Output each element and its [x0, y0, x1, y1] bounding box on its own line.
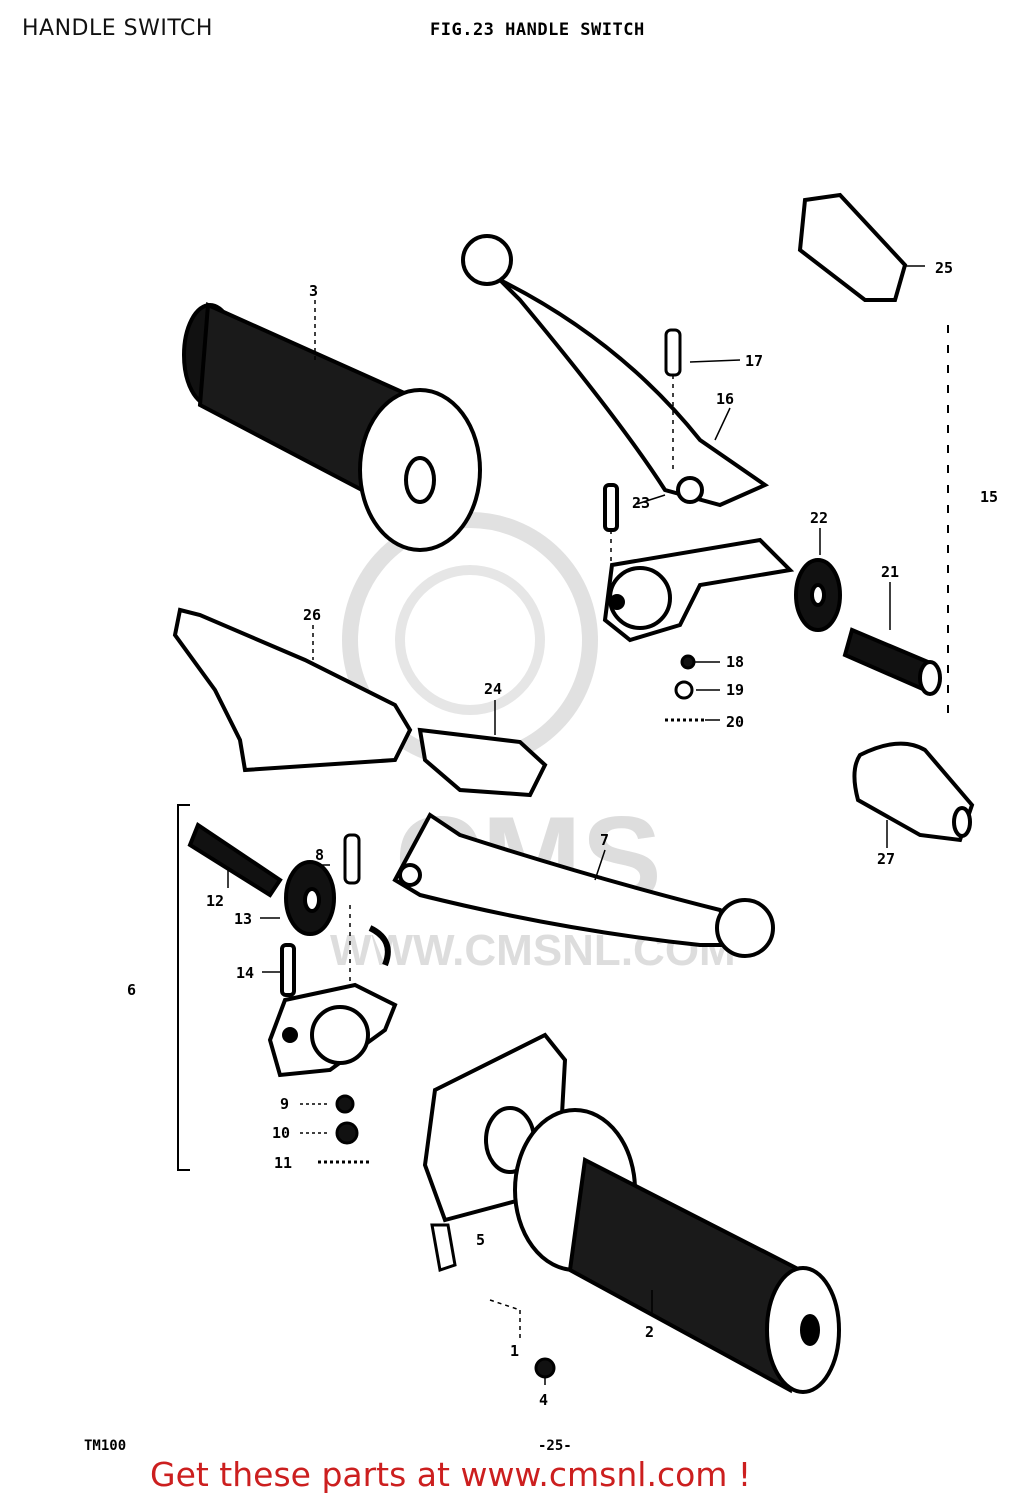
- callout-26: 26: [303, 606, 321, 624]
- parts-link[interactable]: Get these parts at www.cmsnl.com !: [150, 1455, 752, 1494]
- part-6-bracket: [177, 804, 190, 1171]
- page-number: -25-: [538, 1438, 572, 1454]
- callout-20: 20: [726, 713, 744, 731]
- callout-6: 6: [127, 981, 136, 999]
- callout-11: 11: [274, 1154, 292, 1172]
- figure-title: FIG.23 HANDLE SWITCH: [430, 20, 645, 40]
- part-25-cover: [797, 192, 908, 302]
- page-label: HANDLE SWITCH: [22, 16, 213, 41]
- part-3-grip: [182, 302, 482, 552]
- callout-3: 3: [309, 282, 318, 300]
- part-8-pin: [343, 833, 361, 885]
- callout-25: 25: [935, 259, 953, 277]
- callout-2: 2: [645, 1323, 654, 1341]
- callout-22: 22: [810, 509, 828, 527]
- part-24-switch: [417, 727, 548, 798]
- callout-5: 5: [476, 1231, 485, 1249]
- callout-labels: 1 2 3 4 5 6 7 8 9 10 11 12 13 14 15 16 1…: [127, 259, 998, 1409]
- part-1-screw: [430, 1223, 457, 1272]
- callout-8: 8: [315, 846, 324, 864]
- callout-18: 18: [726, 653, 744, 671]
- callout-17: 17: [745, 352, 763, 370]
- part-22-washer: [794, 558, 842, 632]
- part-4-nut: [489, 1299, 556, 1379]
- model-caption: TM100: [84, 1438, 127, 1454]
- callout-4: 4: [539, 1391, 548, 1409]
- part-17-screw: [664, 328, 682, 470]
- callout-12: 12: [206, 892, 224, 910]
- callout-15: 15: [980, 488, 998, 506]
- part-6-holder: [267, 905, 398, 1078]
- part-26-cover: [172, 607, 413, 773]
- part-12-adjuster: [187, 821, 283, 898]
- callout-23: 23: [632, 494, 650, 512]
- callout-1: 1: [510, 1342, 519, 1360]
- callout-21: 21: [881, 563, 899, 581]
- part-2-grip: [513, 1108, 841, 1394]
- callout-16: 16: [716, 390, 734, 408]
- callout-19: 19: [726, 681, 744, 699]
- part-15-holder: [602, 483, 795, 643]
- callout-13: 13: [234, 910, 252, 928]
- callout-9: 9: [280, 1095, 289, 1113]
- callout-10: 10: [272, 1124, 290, 1142]
- part-16-lever: [461, 234, 770, 508]
- callout-7: 7: [600, 831, 609, 849]
- parts-9-11-hardware: [318, 1094, 372, 1164]
- part-7-lever: [392, 812, 775, 958]
- part-27-cover: [852, 741, 975, 843]
- callout-24: 24: [484, 680, 502, 698]
- part-21-adjuster: [842, 627, 942, 696]
- callout-14: 14: [236, 964, 254, 982]
- leader-lines: [227, 265, 925, 1385]
- callout-27: 27: [877, 850, 895, 868]
- part-13-washer: [284, 860, 336, 936]
- parts-18-20-hardware: [665, 654, 705, 722]
